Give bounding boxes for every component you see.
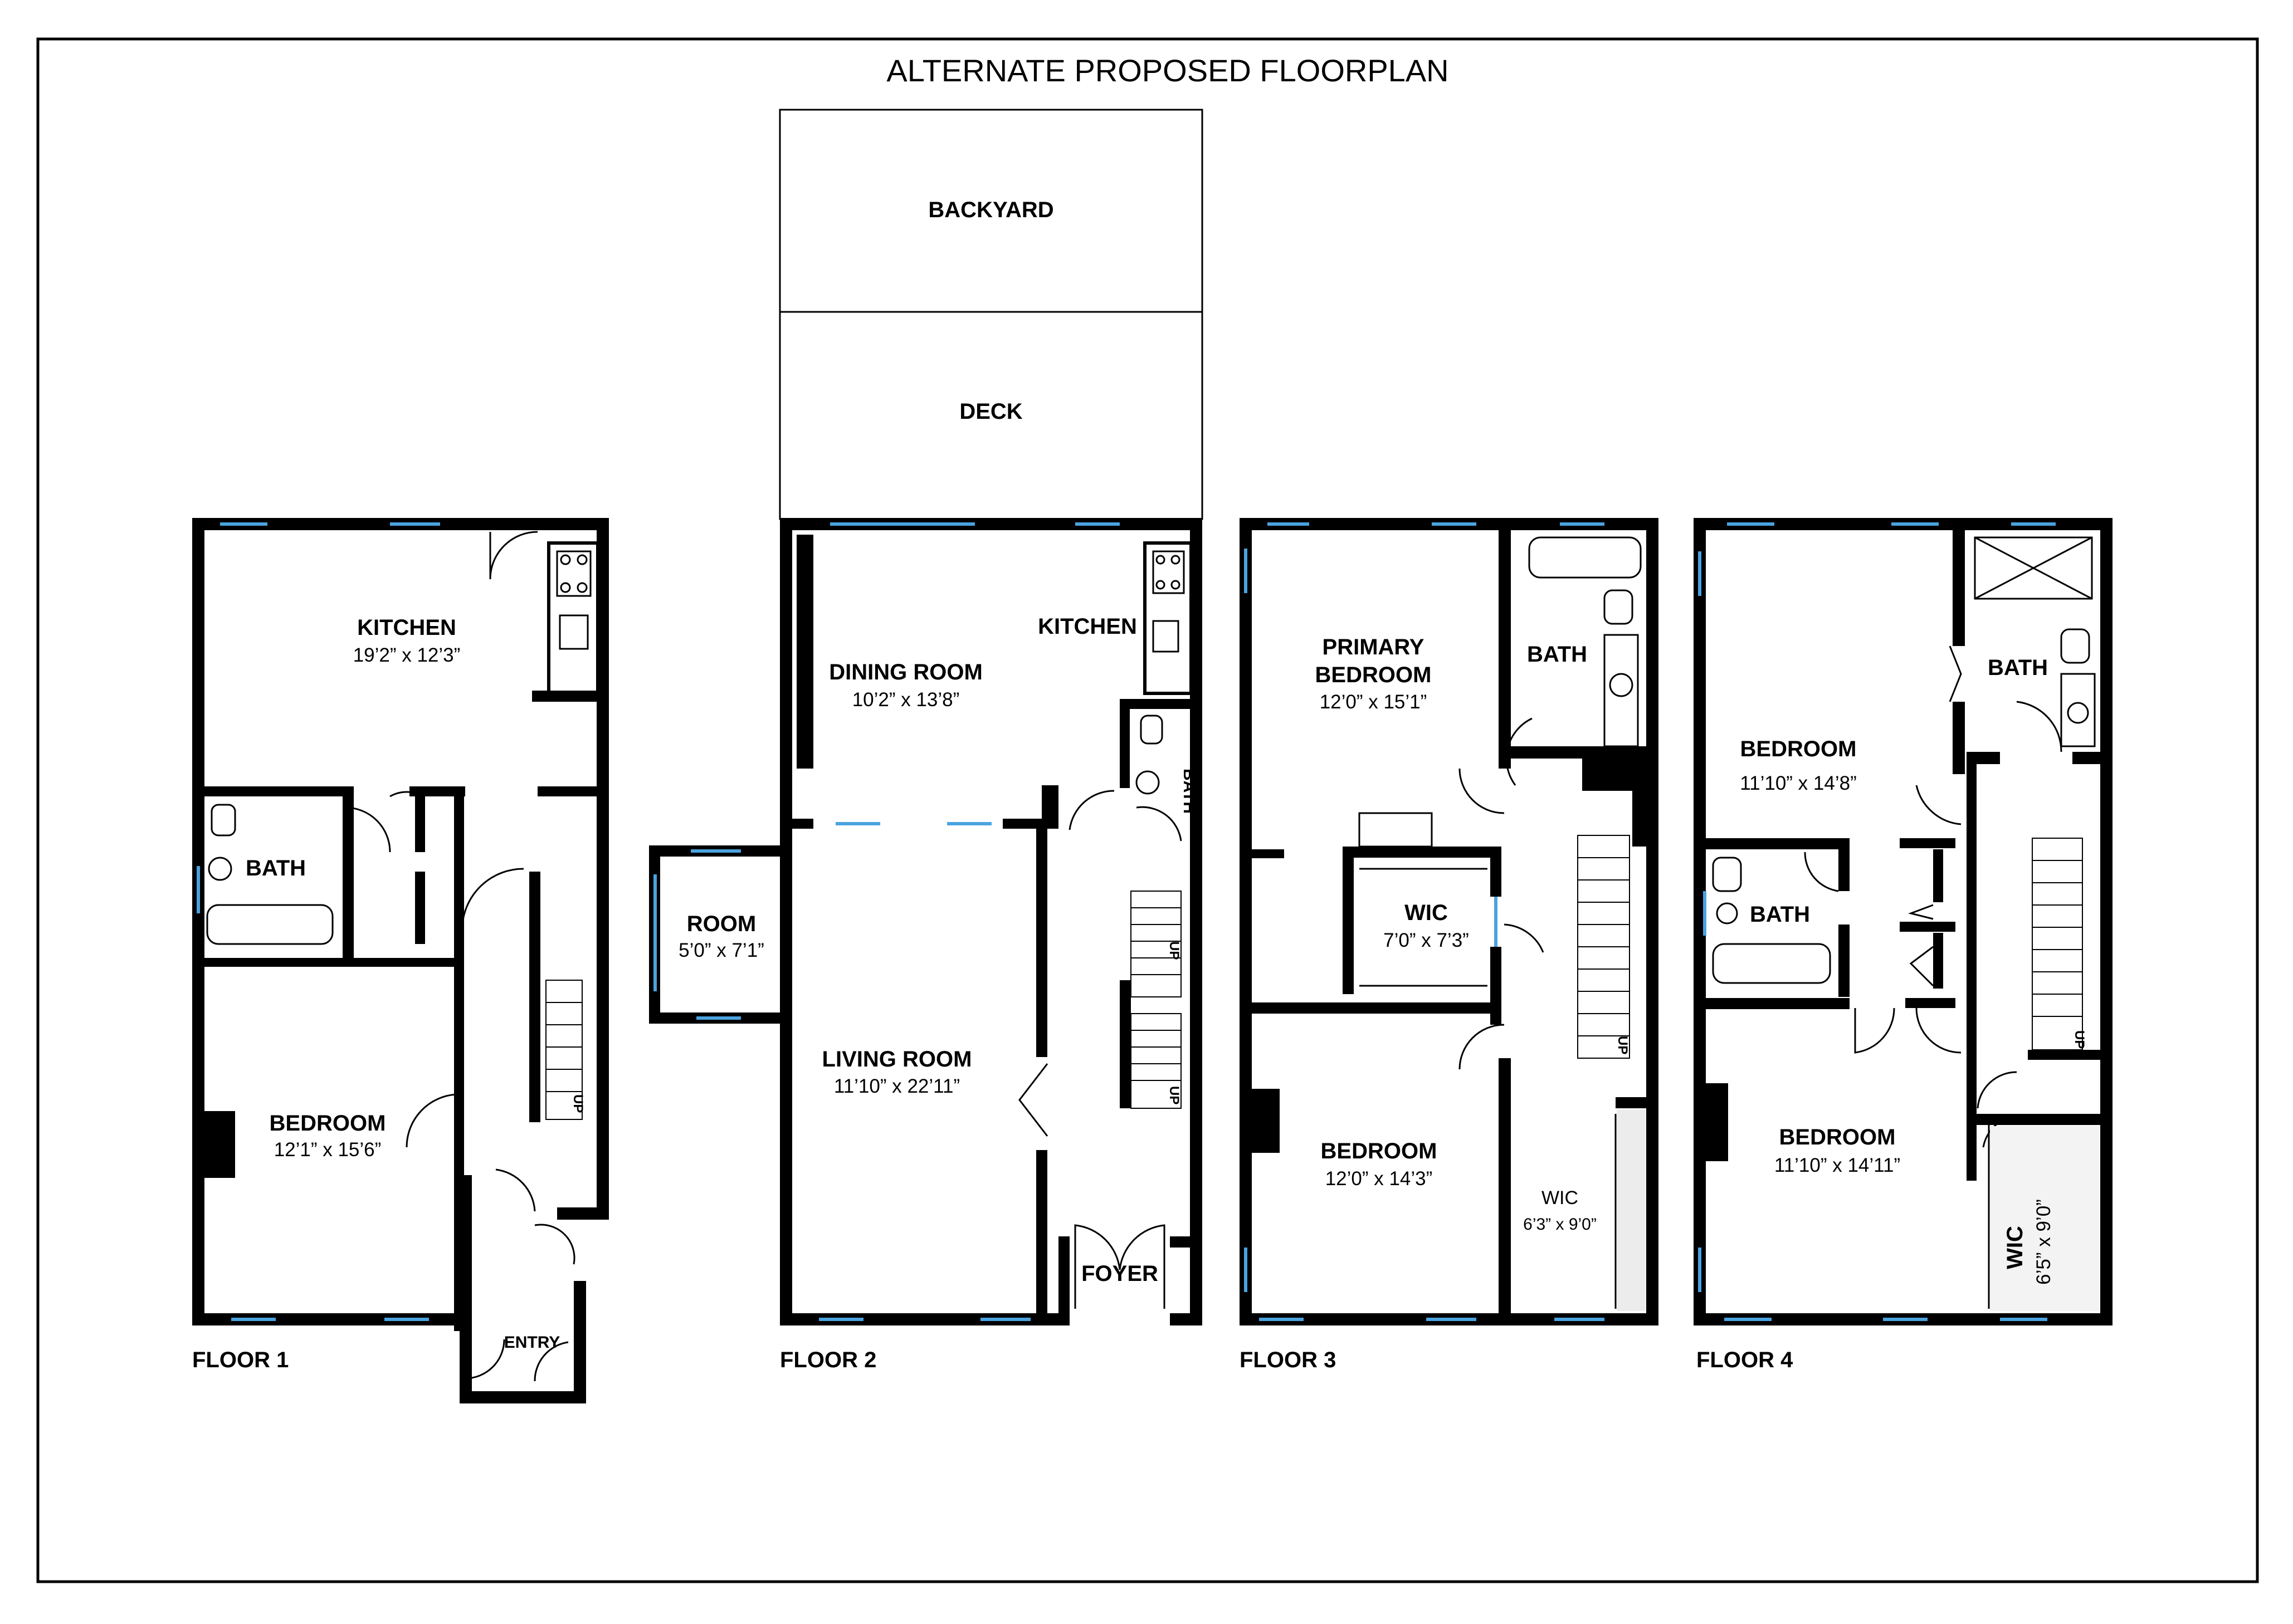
- floor-3-label: FLOOR 3: [1240, 1348, 1336, 1372]
- floor-2-bath-label: BATH: [1180, 769, 1198, 814]
- floor-3-bath-label: BATH: [1527, 642, 1587, 667]
- floor-4-stair-up-label: UP: [2072, 1030, 2087, 1049]
- floor-1-bedroom-label: BEDROOM: [270, 1111, 386, 1136]
- floor-1-kitchen-label: KITCHEN: [357, 615, 456, 640]
- floor-2-deck-label: DECK: [959, 399, 1022, 424]
- floor-4-bath-upper-label: BATH: [1988, 656, 2048, 680]
- floor-4-plan: UP BEDROOM 11’10” x 14’8” BATH BATH BEDR…: [1694, 518, 2113, 1372]
- floor-2-kitchen-label: KITCHEN: [1038, 614, 1137, 639]
- floor-3-bedroom-label: BEDROOM: [1321, 1139, 1437, 1163]
- floor-4-wic-shade: [1990, 1126, 2099, 1311]
- floor-2-room-dim: 5’0” x 7’1”: [679, 940, 764, 961]
- floor-1-label: FLOOR 1: [192, 1348, 289, 1372]
- floor-3-stair-up-label: UP: [1615, 1036, 1630, 1054]
- floor-2-plan: UP UP BACKYARD DECK DINING ROOM 10’2” x …: [649, 109, 1203, 1372]
- floor-3-primary-bedroom-label-line1: PRIMARY: [1323, 635, 1424, 659]
- floor-1-stair-up-label: UP: [570, 1094, 586, 1113]
- floor-1-entry-label: ENTRY: [504, 1333, 560, 1352]
- floor-3-wic-shade: [1617, 1109, 1646, 1311]
- floor-3-primary-bedroom-label-line2: BEDROOM: [1315, 663, 1432, 687]
- plan-title: ALTERNATE PROPOSED FLOORPLAN: [886, 53, 1448, 88]
- floor-3-plan: UP PRIMARY BEDROOM 12’0” x 15’1” BATH WI…: [1240, 518, 1658, 1372]
- floor-3-bedroom-dim: 12’0” x 14’3”: [1325, 1168, 1433, 1190]
- floor-3-wic-dim: 7’0” x 7’3”: [1383, 930, 1469, 951]
- floor-1-plan: UP KITCHEN 19’2” x 12’3” BATH BEDROOM 12…: [192, 518, 609, 1403]
- floor-4-bedroom2-label: BEDROOM: [1779, 1125, 1896, 1149]
- floor-2-stair-up-label-a: UP: [1167, 941, 1182, 960]
- floor-4-bath-middle-label: BATH: [1750, 902, 1810, 927]
- floor-4-bedroom2-dim: 11’10” x 14’11”: [1774, 1155, 1900, 1176]
- floor-1-bath-label: BATH: [246, 856, 306, 881]
- floor-3-wic2-label: WIC: [1541, 1187, 1578, 1209]
- floor-1-bedroom-dim: 12’1” x 15’6”: [274, 1139, 382, 1161]
- floor-2-living-room-label: LIVING ROOM: [822, 1047, 972, 1072]
- floor-4-bedroom-label: BEDROOM: [1740, 737, 1857, 761]
- floor-2-room-label: ROOM: [687, 912, 756, 936]
- floor-4-wic-dim: 6’5” x 9’0”: [2033, 1199, 2055, 1285]
- floor-3-wic2-dim: 6’3” x 9’0”: [1523, 1215, 1597, 1234]
- sheet-frame: [36, 37, 2259, 1583]
- floor-1-kitchen-dim: 19’2” x 12’3”: [353, 644, 461, 666]
- floor-2-foyer-label: FOYER: [1081, 1261, 1158, 1286]
- floor-2-dining-room-dim: 10’2” x 13’8”: [852, 689, 960, 711]
- floor-2-label: FLOOR 2: [780, 1348, 876, 1372]
- floor-2-living-room-dim: 11’10” x 22’11”: [834, 1075, 960, 1097]
- floor-4-bedroom-dim: 11’10” x 14’8”: [1740, 772, 1856, 794]
- floor-4-label: FLOOR 4: [1696, 1348, 1793, 1372]
- floor-3-wic-label: WIC: [1404, 901, 1448, 925]
- floor-2-dining-room-label: DINING ROOM: [829, 660, 983, 684]
- floor-2-backyard-label: BACKYARD: [928, 198, 1053, 222]
- floor-3-primary-bedroom-dim: 12’0” x 15’1”: [1320, 691, 1427, 713]
- floor-4-wic-label: WIC: [2003, 1226, 2027, 1269]
- floor-2-stair-up-label-b: UP: [1167, 1086, 1182, 1104]
